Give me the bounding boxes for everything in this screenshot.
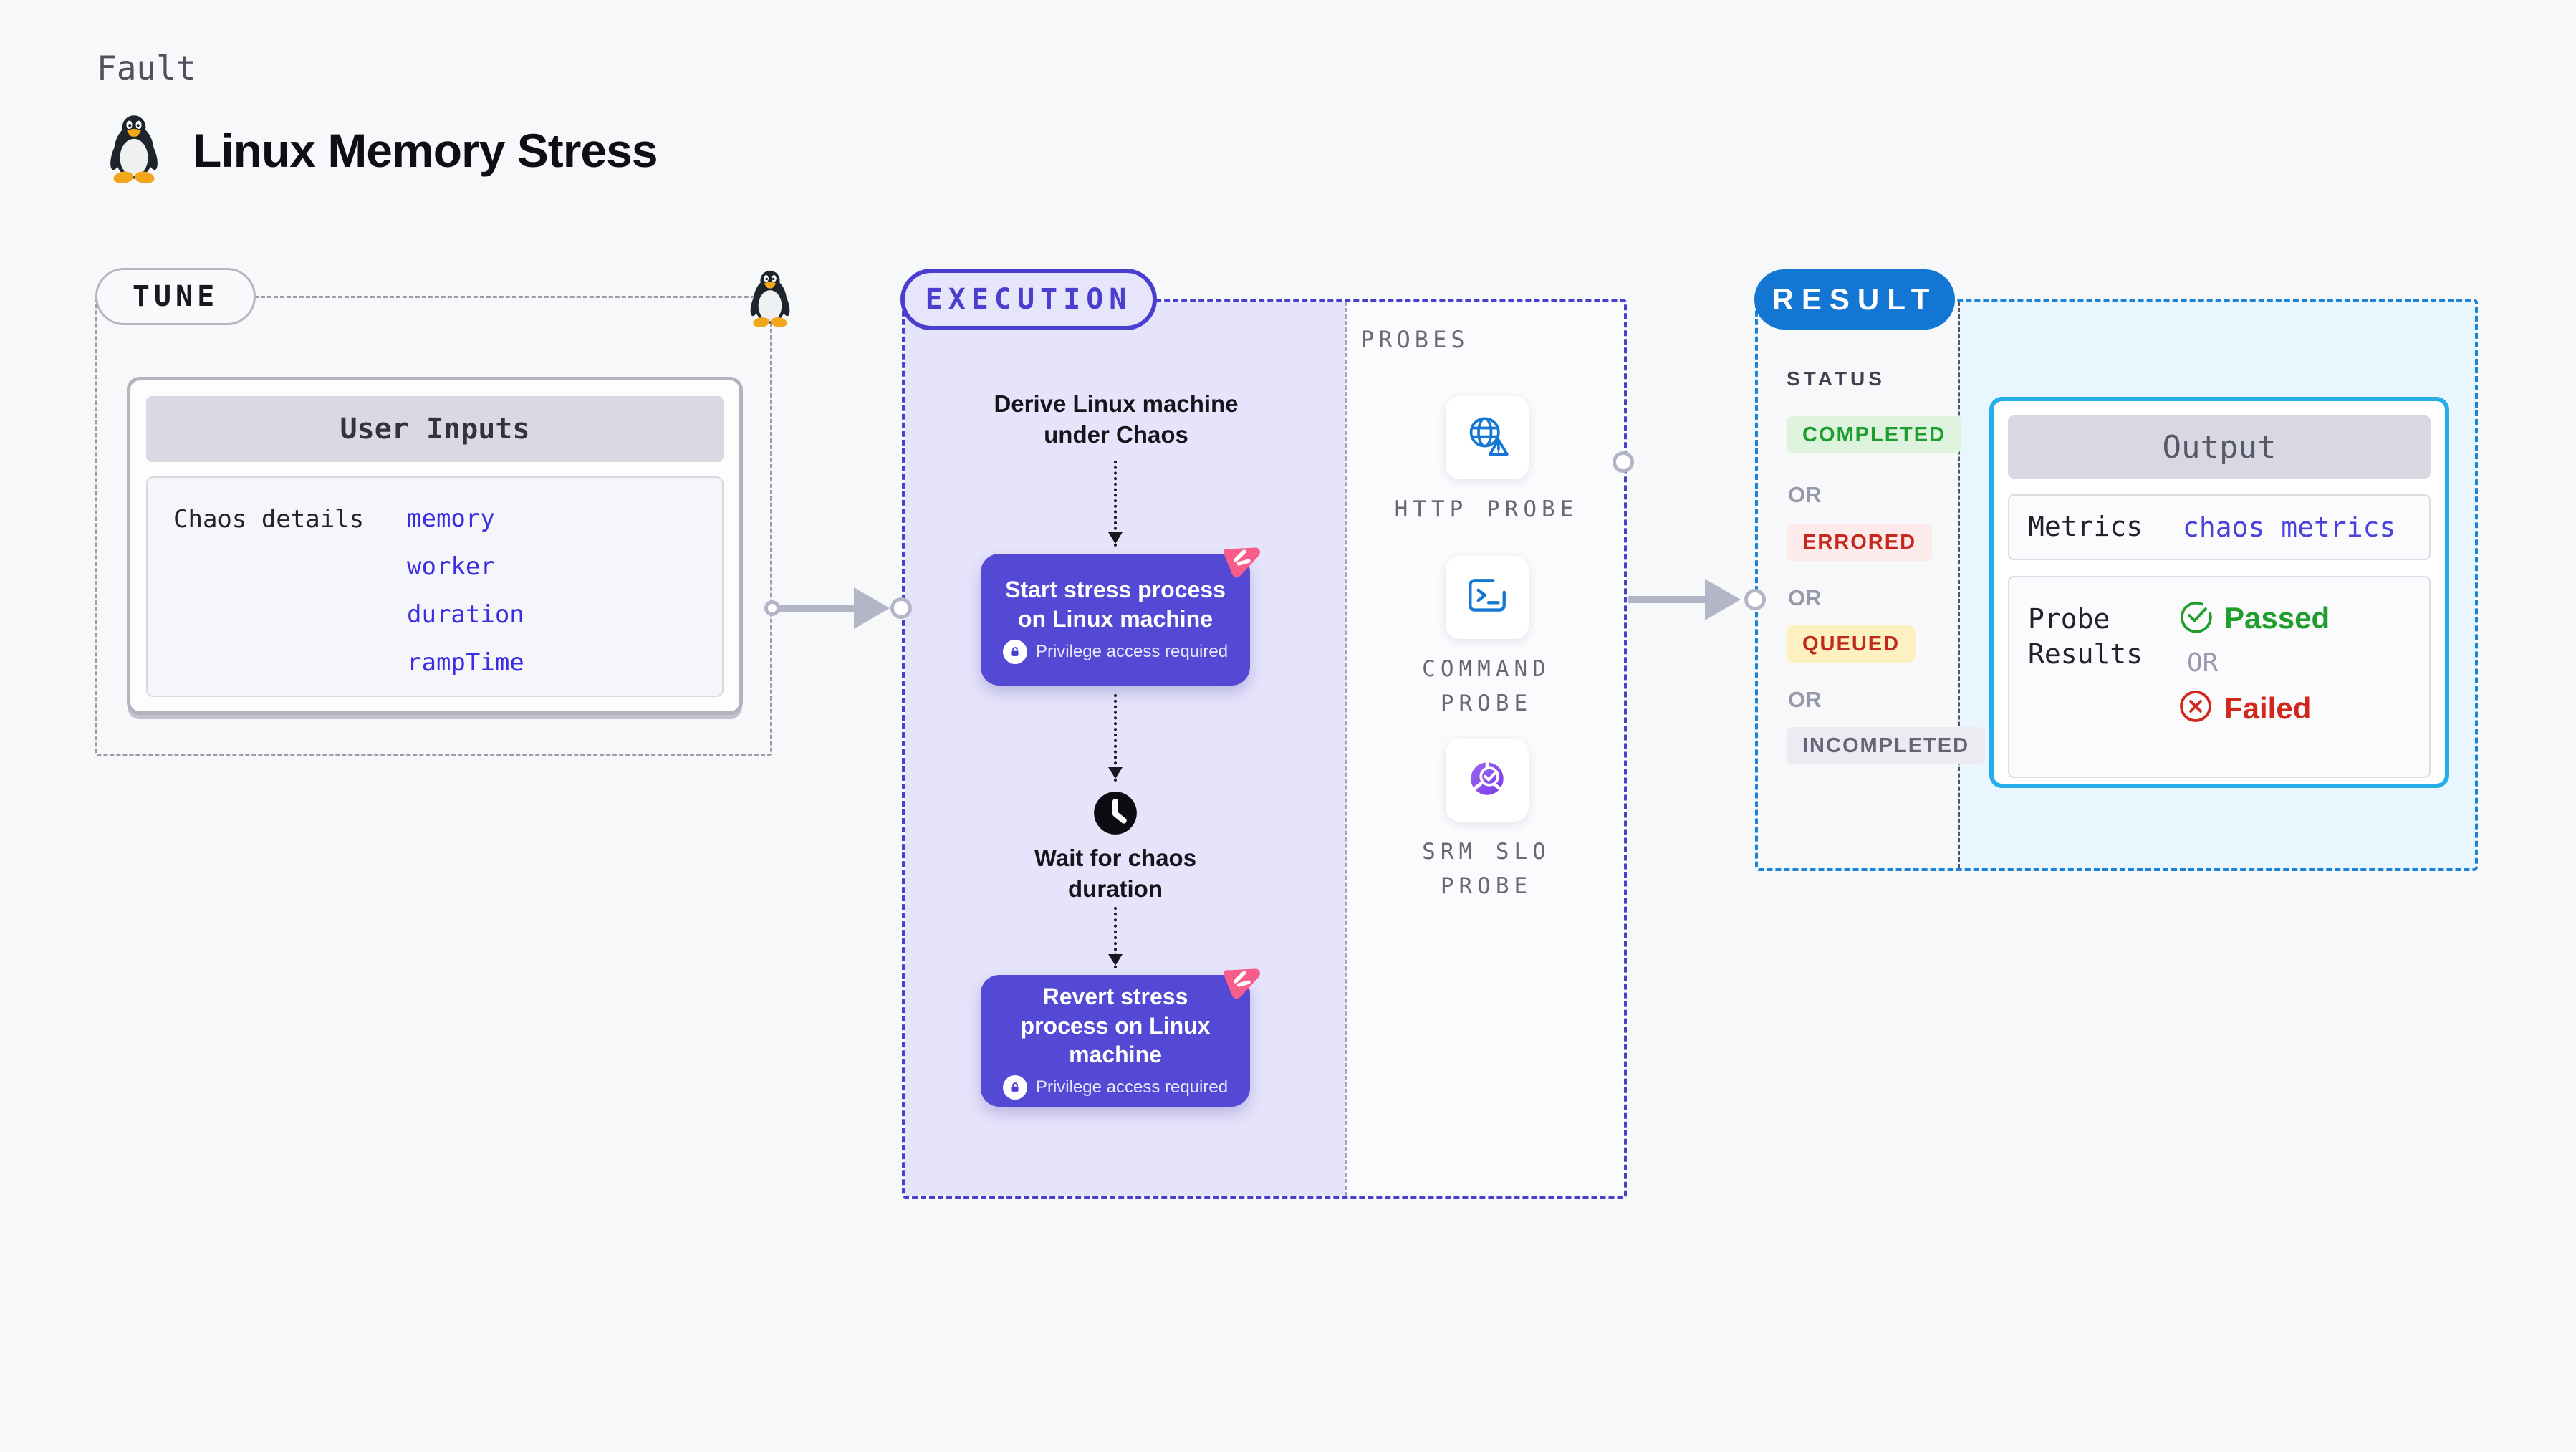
tux-penguin-icon [104,113,164,187]
execution-section: EXECUTION Derive Linux machine under Cha… [900,269,1627,1199]
result-divider [1958,302,1960,868]
terminal-icon [1464,572,1511,623]
chaos-value-ramptime[interactable]: rampTime [407,648,524,677]
probe-results-values: Passed OR Failed [2178,599,2330,777]
revert-stress-node: Revert stress process on Linux machine P… [981,968,1261,1107]
failed-item: Failed [2178,689,2330,727]
output-header: Output [2008,415,2431,479]
status-title: STATUS [1787,367,1885,390]
status-or-separator: OR [1788,687,1822,712]
result-section: RESULT STATUS COMPLETED OR ERRORED OR QU… [1754,269,2478,871]
chaos-value-memory[interactable]: memory [407,504,495,533]
chaos-details-label: Chaos details [173,505,365,534]
clock-icon [1092,790,1138,836]
padlock-icon [1002,1074,1027,1100]
chaos-pink-triangle-icon [1220,961,1261,1002]
privilege-label: Privilege access required [1035,641,1229,661]
revert-stress-label: Revert stress process on Linux machine [1020,984,1211,1068]
srm-slo-probe-card [1446,739,1529,822]
passed-item: Passed [2178,599,2330,637]
flow-connector [1108,694,1123,782]
probe-results-row: Probe Results Passed OR [2008,576,2431,778]
chaos-pink-triangle-icon [1220,539,1261,581]
chaos-value-duration[interactable]: duration [407,600,524,629]
flow-connector [1108,907,1123,968]
status-badge-completed: COMPLETED [1787,416,1962,453]
globe-warning-icon [1462,411,1512,465]
status-badge-errored: ERRORED [1787,524,1933,561]
metrics-label: Metrics [2028,511,2143,543]
status-badge-queued: QUEUED [1787,625,1916,663]
fault-kicker: Fault [97,49,196,87]
http-probe-label: HTTP PROBE [1394,496,1579,522]
probes-divider [1345,302,1347,1196]
tune-badge: TUNE [95,268,256,325]
probe-or-separator: OR [2187,648,2219,678]
privilege-label: Privilege access required [1035,1077,1229,1097]
probe-results-label: Probe Results [2028,603,2143,670]
page-title-row: Linux Memory Stress [104,113,658,187]
status-or-separator: OR [1788,482,1822,507]
arrow-execution-to-result [1628,596,1705,603]
connector-dot [1744,589,1766,610]
chaos-value-worker[interactable]: worker [407,552,495,581]
connector-dot [764,600,780,616]
donut-check-icon [1464,755,1511,806]
x-circle-icon [2178,689,2213,727]
http-probe-card [1446,396,1529,479]
srm-slo-probe-label: SRM SLO PROBE [1422,839,1551,900]
arrow-execution-to-result-head [1705,579,1741,620]
chaos-details-values: memory worker duration rampTime [407,501,524,681]
command-probe-card [1446,556,1529,639]
arrow-tune-to-execution [774,605,854,612]
status-or-separator: OR [1788,585,1822,610]
tune-section: TUNE User Inputs Chaos details [95,268,790,756]
check-circle-icon [2178,599,2213,637]
padlock-icon [1002,639,1027,664]
chaos-details-box: Chaos details memory worker duration ram… [146,476,724,697]
metrics-row: Metrics chaos metrics [2008,494,2431,560]
command-probe-label: COMMAND PROBE [1422,656,1551,717]
flow-connector [1108,461,1123,547]
derive-step-label: Derive Linux machine under Chaos [994,390,1239,448]
start-stress-label: Start stress process on Linux machine [1005,577,1226,632]
wait-step-label: Wait for chaos duration [1034,845,1197,902]
probes-title: PROBES [1360,326,1469,353]
passed-label: Passed [2224,600,2330,635]
result-badge: RESULT [1754,269,1955,330]
user-inputs-card: User Inputs Chaos details memory worker … [127,377,743,715]
output-card: Output Metrics chaos metrics Probe Resul… [1989,397,2449,788]
user-inputs-header: User Inputs [146,396,724,462]
start-stress-node: Start stress process on Linux machine Pr… [981,547,1261,686]
chaos-metrics-link[interactable]: chaos metrics [2183,511,2396,543]
connector-dot [890,597,912,619]
failed-label: Failed [2224,691,2312,725]
tux-penguin-small-icon [746,268,794,328]
page-title: Linux Memory Stress [193,123,658,177]
execution-badge: EXECUTION [900,269,1157,330]
status-badge-incompleted: INCOMPLETED [1787,727,1986,764]
connector-dot [1613,451,1634,473]
privilege-row: Privilege access required [1002,1074,1229,1100]
privilege-row: Privilege access required [1002,639,1229,664]
arrow-tune-to-execution-head [854,587,890,629]
